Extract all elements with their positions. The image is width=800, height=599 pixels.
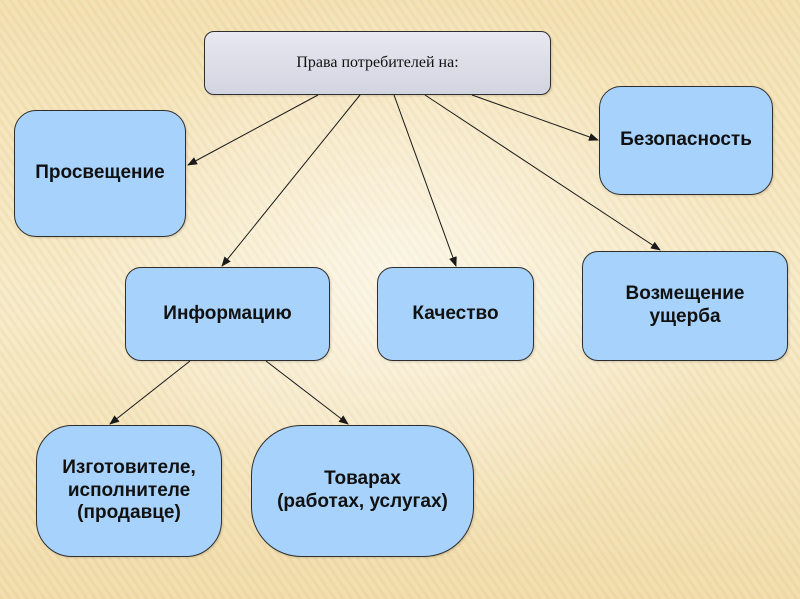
arrow-root-to-information [221, 94, 361, 267]
safety-label: Безопасность [620, 129, 752, 151]
damages-label: Возмещение ущерба [625, 283, 745, 327]
arrow-information-to-manufacturer [109, 360, 191, 425]
arrow-root-to-quality [393, 94, 457, 267]
goods-label: Товарах (работах, услугах) [277, 468, 448, 512]
information-label: Информацию [163, 302, 292, 324]
education-label: Просвещение [35, 162, 165, 184]
damages-node: Возмещение ущерба [582, 251, 788, 361]
arrow-root-to-damages [424, 94, 661, 251]
root-label: Права потребителей на: [296, 54, 459, 72]
arrow-information-to-goods [265, 360, 349, 425]
arrow-root-to-safety [471, 94, 599, 141]
quality-label: Качество [412, 302, 499, 324]
education-node: Просвещение [14, 110, 186, 237]
manufacturer-node: Изготовителе, исполнителе (продавце) [36, 425, 222, 557]
quality-node: Качество [377, 267, 534, 361]
information-node: Информацию [125, 267, 330, 361]
arrow-root-to-education [187, 94, 319, 166]
manufacturer-label: Изготовителе, исполнителе (продавце) [62, 456, 196, 524]
root-node: Права потребителей на: [204, 31, 551, 95]
safety-node: Безопасность [599, 86, 773, 195]
goods-node: Товарах (работах, услугах) [251, 425, 474, 557]
